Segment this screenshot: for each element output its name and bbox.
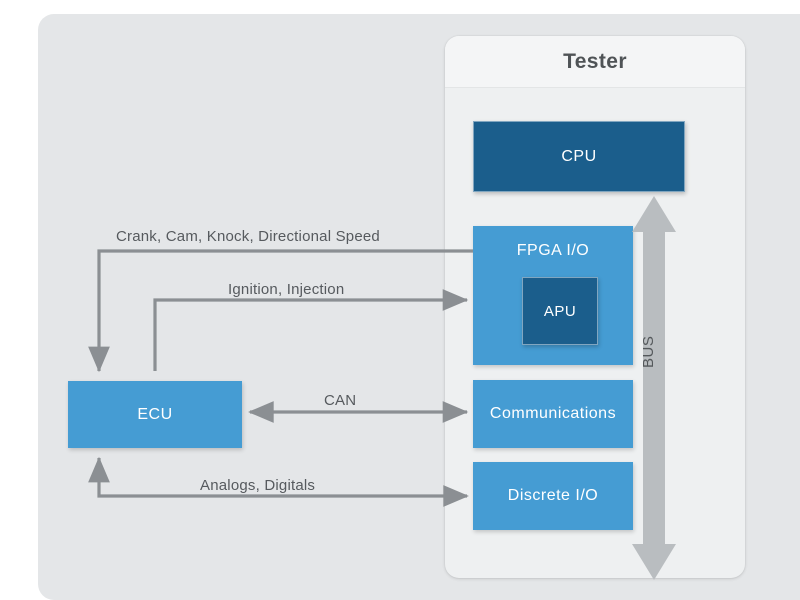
- block-communications[interactable]: Communications: [473, 380, 633, 448]
- block-discrete-io-label: Discrete I/O: [507, 487, 599, 504]
- block-communications-label: Communications: [489, 405, 617, 422]
- block-cpu-label: CPU: [561, 147, 597, 165]
- tester-title: Tester: [563, 50, 627, 73]
- wire-label-ignition: Ignition, Injection: [228, 281, 345, 298]
- wire-label-can: CAN: [324, 392, 357, 409]
- block-discrete-io[interactable]: Discrete I/O: [473, 462, 633, 530]
- bus-label: BUS: [640, 335, 657, 368]
- block-ecu-label: ECU: [137, 405, 173, 423]
- block-cpu[interactable]: CPU: [473, 121, 685, 192]
- wire-label-crank: Crank, Cam, Knock, Directional Speed: [116, 228, 380, 245]
- block-apu[interactable]: APU: [522, 277, 598, 345]
- block-apu-label: APU: [543, 302, 577, 320]
- block-fpga-io-label: FPGA I/O: [516, 242, 590, 259]
- block-ecu[interactable]: ECU: [68, 381, 242, 448]
- wire-label-analogs: Analogs, Digitals: [200, 477, 316, 494]
- tester-header: [445, 36, 745, 88]
